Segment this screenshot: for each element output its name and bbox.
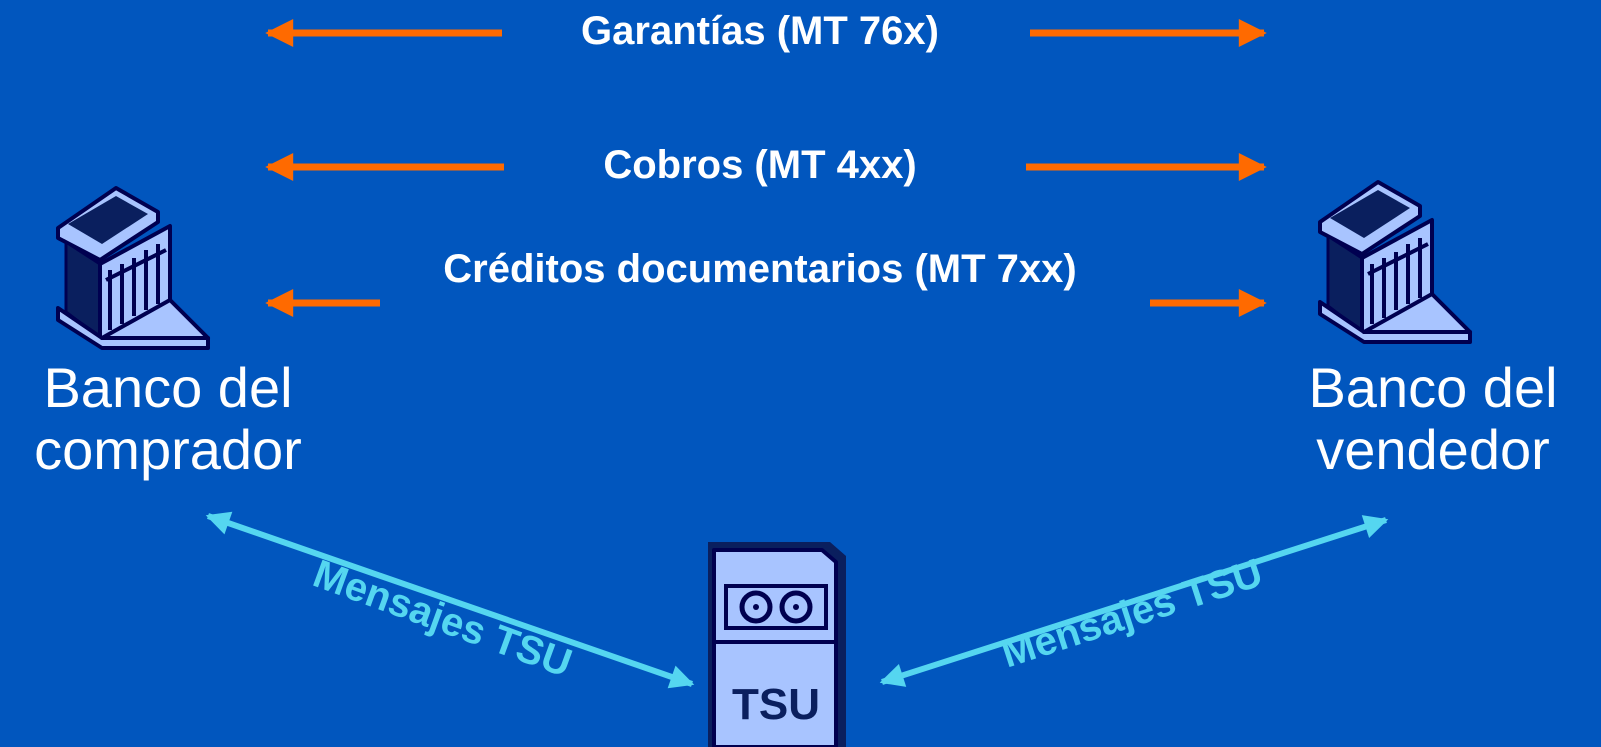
- server-tape-icon: TSU: [708, 542, 846, 747]
- bank-building-icon: [56, 186, 210, 350]
- tsu-link-right-label: Mensajes TSU: [996, 551, 1268, 677]
- tsu-link-left-label: Mensajes TSU: [307, 552, 577, 686]
- tsu-link-left-arrow: [205, 511, 695, 689]
- flow-label-garantias: Garantías (MT 76x): [581, 9, 939, 53]
- flow-label-cobros: Cobros (MT 4xx): [603, 143, 917, 187]
- bank-building-icon: [1318, 180, 1472, 344]
- flow-label-creditos: Créditos documentarios (MT 7xx): [443, 247, 1077, 291]
- tsu-label: TSU: [732, 680, 820, 729]
- tsu-link-right-arrow: [879, 515, 1389, 687]
